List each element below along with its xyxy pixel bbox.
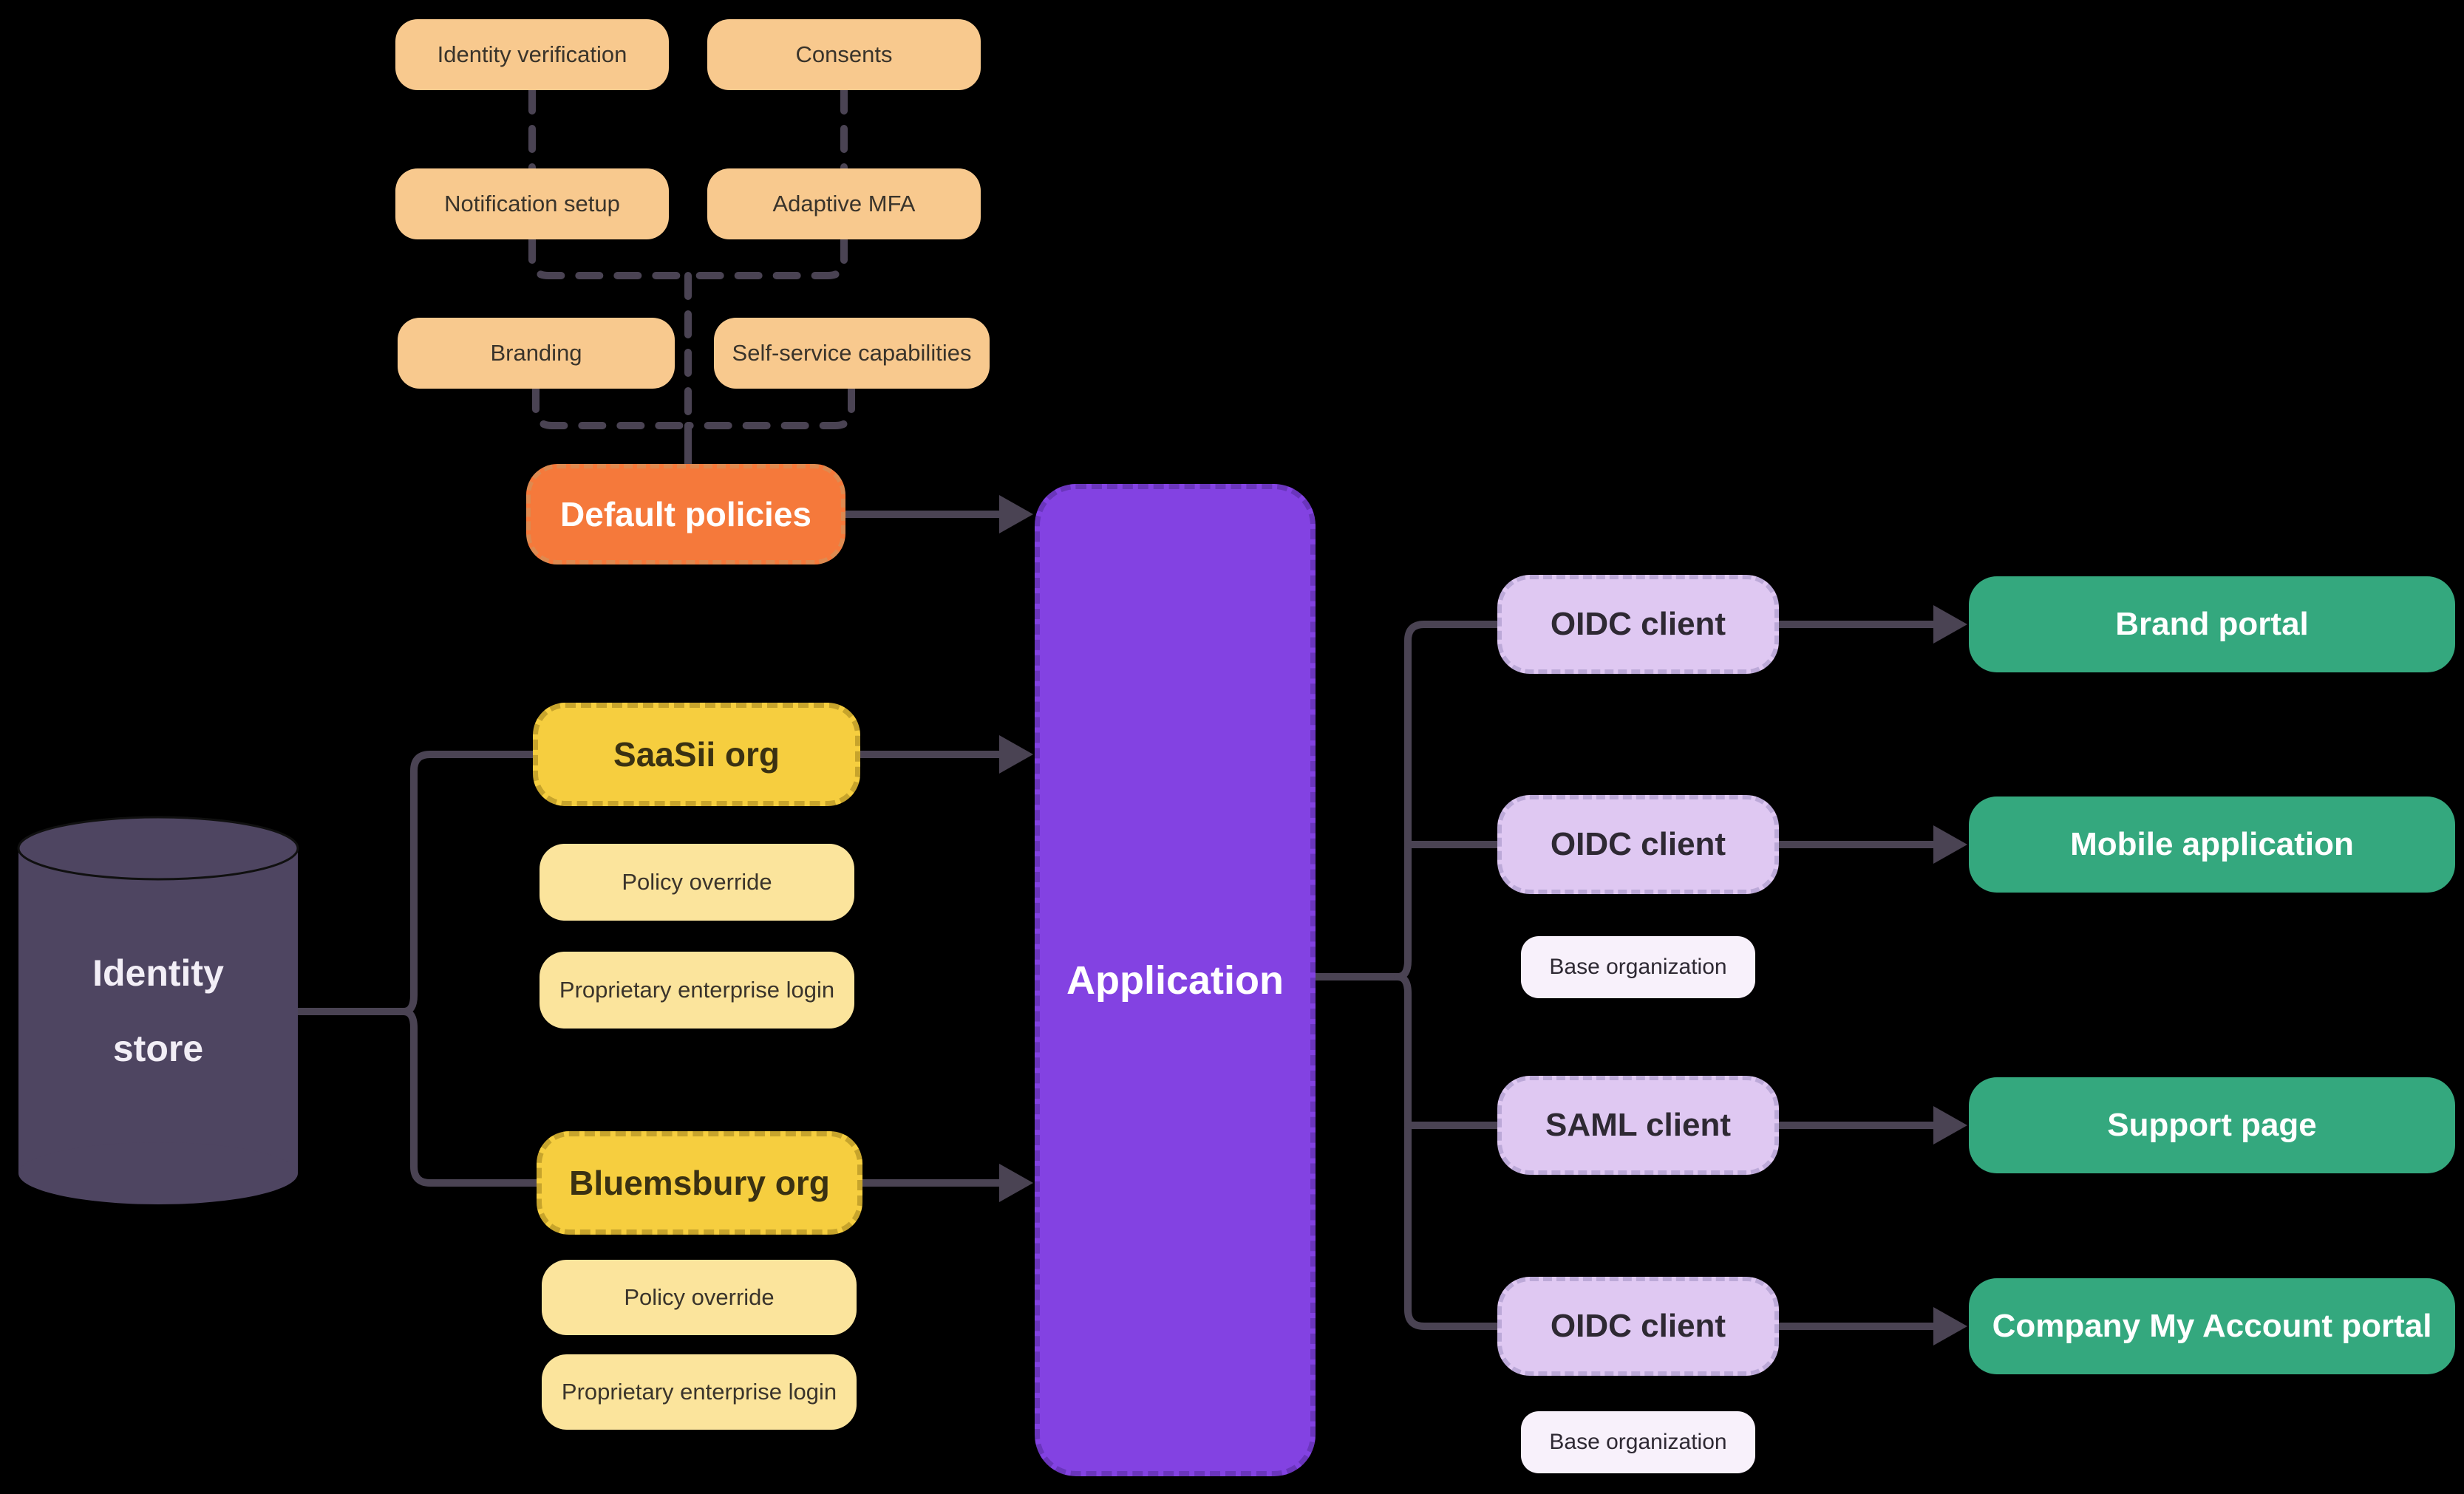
- flow-connectors: [294, 422, 1939, 1330]
- identity-store-label-line1: Identity: [92, 952, 224, 994]
- node-consents: Consents: [707, 19, 981, 90]
- node-saasii-org: SaaSii org: [533, 703, 860, 806]
- node-saml-client: SAML client: [1497, 1076, 1779, 1175]
- node-self-service-capabilities: Self-service capabilities: [714, 318, 990, 389]
- node-notification-setup: Notification setup: [395, 168, 669, 239]
- node-oidc-client-mobile-application: OIDC client: [1497, 795, 1779, 894]
- policy-tree-connectors: [528, 86, 855, 429]
- node-oidc-client-company-portal: OIDC client: [1497, 1277, 1779, 1376]
- node-application: Application: [1035, 484, 1316, 1476]
- node-mobile-application: Mobile application: [1969, 797, 2455, 893]
- node-support-page: Support page: [1969, 1077, 2455, 1173]
- identity-store-label: Identity store: [18, 935, 298, 1086]
- arrowheads: [999, 495, 1967, 1345]
- node-bluemsbury-policy-override: Policy override: [542, 1260, 857, 1335]
- node-saasii-policy-override: Policy override: [540, 844, 854, 921]
- node-bluemsbury-org: Bluemsbury org: [537, 1131, 862, 1235]
- node-saasii-proprietary-enterprise-login: Proprietary enterprise login: [540, 952, 854, 1029]
- node-branding: Branding: [398, 318, 675, 389]
- node-brand-portal: Brand portal: [1969, 576, 2455, 672]
- node-default-policies: Default policies: [526, 464, 845, 564]
- identity-store-label-line2: store: [112, 1028, 204, 1069]
- identity-store-cylinder: [17, 816, 299, 1204]
- node-company-my-account-portal: Company My Account portal: [1969, 1278, 2455, 1374]
- node-base-organization-company: Base organization: [1521, 1411, 1755, 1473]
- node-adaptive-mfa: Adaptive MFA: [707, 168, 981, 239]
- node-bluemsbury-proprietary-enterprise-login: Proprietary enterprise login: [542, 1354, 857, 1430]
- node-base-organization-mobile: Base organization: [1521, 936, 1755, 998]
- node-identity-verification: Identity verification: [395, 19, 669, 90]
- node-oidc-client-brand-portal: OIDC client: [1497, 575, 1779, 674]
